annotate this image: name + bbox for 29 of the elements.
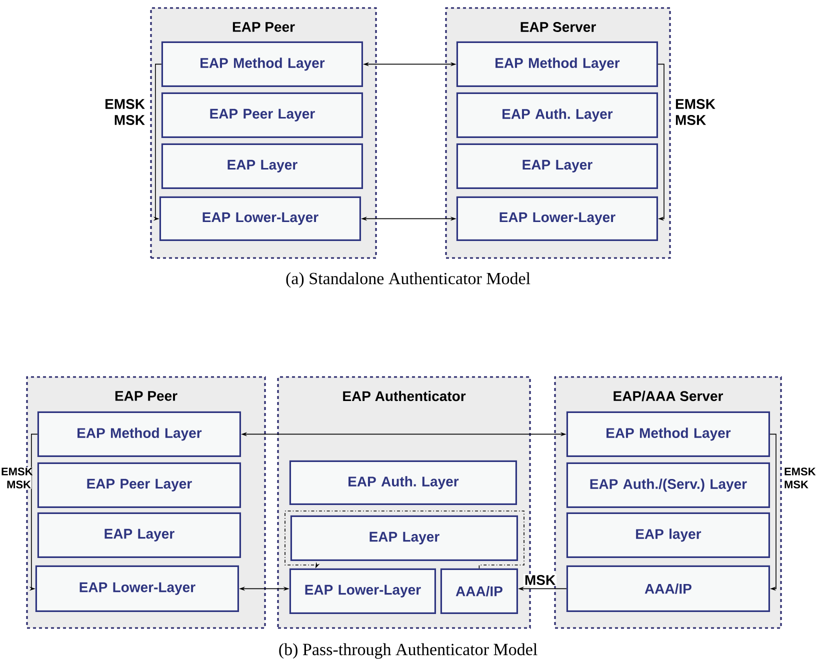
layer-box: EAP Auth. Layer — [289, 460, 517, 505]
layer-box: EAP Lower-Layer — [289, 568, 436, 614]
layer-box: EAP Layer — [37, 512, 241, 558]
layer-box: EAP Lower-Layer — [456, 196, 658, 241]
layer-box: EAP Layer — [161, 143, 363, 189]
layer-box: AAA/IP — [440, 568, 518, 614]
layer-box: EAP Layer — [290, 515, 518, 561]
arrow — [770, 434, 776, 591]
layer-box: EAP Peer Layer — [161, 92, 363, 138]
edge-label: MSK — [523, 574, 557, 586]
layer-box: EAP Lower-Layer — [159, 196, 361, 241]
arrow — [284, 510, 524, 569]
layer-box: EAP Lower-Layer — [35, 565, 239, 612]
layer-box: EAP Method Layer — [161, 41, 363, 87]
subfigure-caption: (a) Standalone Authenticator Model — [286, 272, 530, 288]
layer-box: EAP Method Layer — [37, 411, 241, 457]
layer-box: EAP Method Layer — [456, 41, 658, 87]
edge-label: EMSK MSK — [102, 98, 146, 126]
edge-label: EMSK MSK — [784, 467, 816, 489]
layer-box: EAP Layer — [456, 143, 658, 189]
layer-box: EAP Method Layer — [566, 411, 770, 457]
layer-box: AAA/IP — [566, 565, 770, 612]
layer-box: EAP Auth. Layer — [456, 92, 658, 138]
arrow — [658, 64, 664, 221]
layer-box: EAP Peer Layer — [37, 462, 241, 508]
edge-label: EMSK MSK — [674, 98, 718, 126]
layer-box: EAP Auth./(Serv.) Layer — [566, 462, 770, 508]
layer-box: EAP layer — [566, 512, 770, 558]
subfigure-caption: (b) Pass-through Authenticator Model — [279, 643, 538, 659]
